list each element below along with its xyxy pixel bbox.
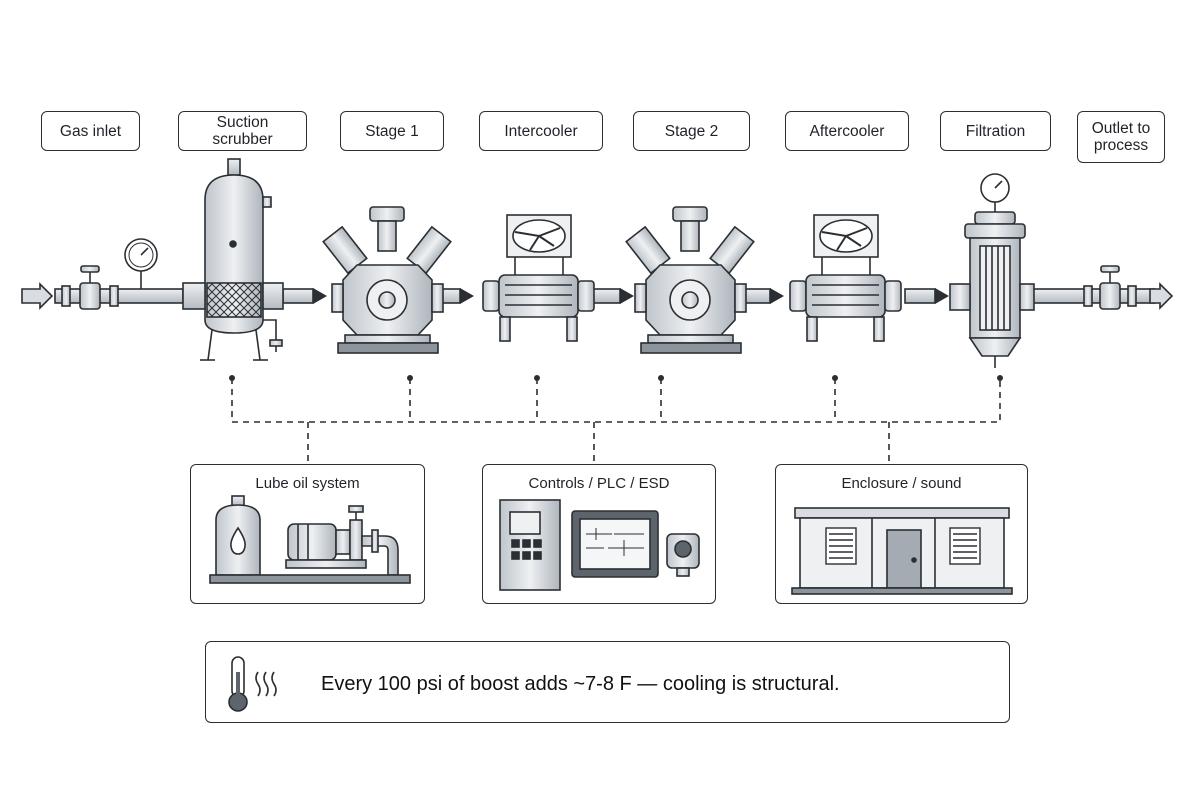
valve-icon — [61, 265, 119, 310]
pressure-gauge-icon — [124, 238, 158, 289]
estop-button-icon — [666, 533, 700, 577]
label-intercooler: Intercooler — [479, 111, 603, 151]
oil-tank-icon — [215, 495, 261, 576]
filter-vessel-icon — [949, 173, 1035, 368]
inlet-arrow-icon — [21, 282, 54, 310]
panel-title-controls: Controls / PLC / ESD — [528, 475, 670, 492]
label-filtration: Filtration — [940, 111, 1051, 151]
note-text: Every 100 psi of boost adds ~7-8 F — coo… — [321, 673, 840, 695]
valve-icon — [1083, 265, 1137, 310]
label-gas-inlet: Gas inlet — [41, 111, 140, 151]
scrubber-vessel-icon — [182, 158, 284, 361]
label-aftercooler: Aftercooler — [785, 111, 909, 151]
thermometer-icon — [228, 656, 277, 712]
fan-cooler-icon — [482, 214, 595, 342]
note-box: Every 100 psi of boost adds ~7-8 F — coo… — [205, 641, 1010, 723]
panel-lube-oil: Lube oil system — [190, 464, 425, 604]
fan-cooler-icon — [789, 214, 902, 342]
outlet-arrow-icon — [1149, 282, 1174, 310]
panel-controls: Controls / PLC / ESD — [482, 464, 716, 604]
sound-enclosure-icon — [791, 507, 1013, 595]
panel-title-enclosure: Enclosure / sound — [841, 475, 962, 492]
label-stage-2: Stage 2 — [633, 111, 750, 151]
label-suction-scrubber: Suction scrubber — [178, 111, 307, 151]
panel-enclosure: Enclosure / sound — [775, 464, 1028, 604]
control-cabinet-icon — [499, 499, 561, 591]
compressor-icon — [625, 206, 755, 354]
label-stage-1: Stage 1 — [340, 111, 444, 151]
label-outlet: Outlet to process — [1077, 111, 1165, 163]
panel-title-lube-oil: Lube oil system — [255, 475, 360, 492]
pump-motor-icon — [287, 505, 399, 576]
hmi-screen-icon — [571, 510, 659, 578]
compressor-icon — [322, 206, 452, 354]
